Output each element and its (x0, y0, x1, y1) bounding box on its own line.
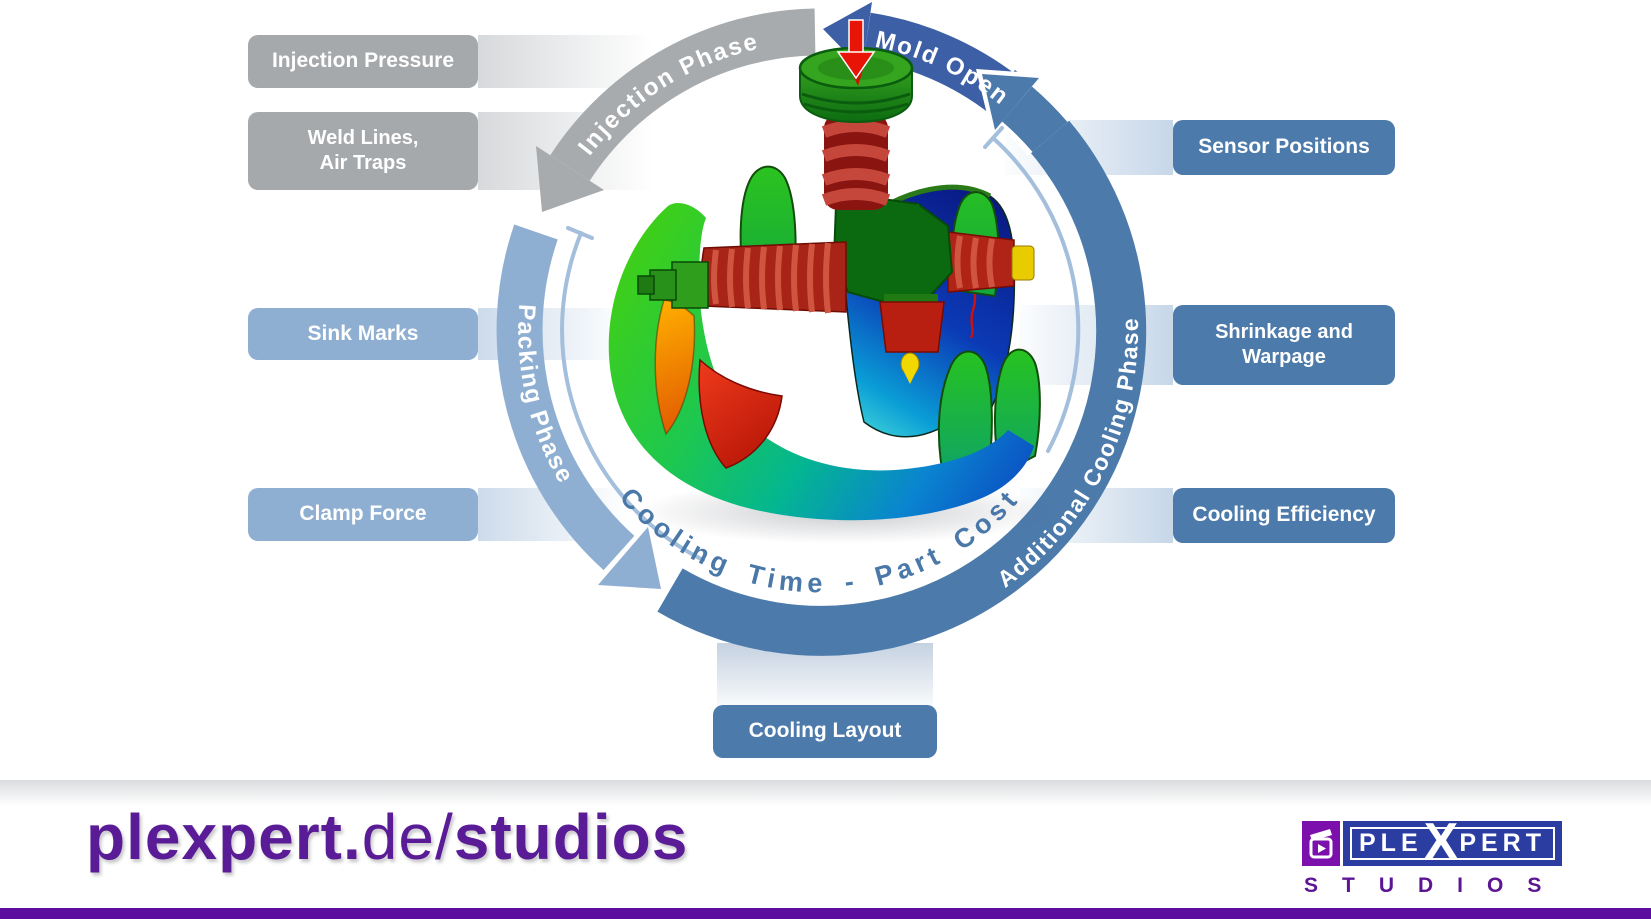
brand-url: plexpert.de/studios (86, 800, 688, 874)
hot-spot-fin-red (698, 358, 783, 469)
label-sink-marks: Sink Marks (248, 308, 478, 360)
brand-url-bold1: plexpert. (86, 801, 362, 873)
hot-runner-system (637, 46, 1035, 384)
timeline-bracket-right (983, 126, 1081, 453)
cooling-ring-arc (657, 69, 1147, 656)
logo-text-ple: PLE (1359, 829, 1423, 857)
injection-phase-arc (536, 8, 816, 212)
packing-phase-arc (496, 224, 661, 589)
logo-text-pert: PERT (1459, 829, 1546, 857)
label-weld-lines-air-traps: Weld Lines, Air Traps (248, 112, 478, 190)
label-injection-pressure: Injection Pressure (248, 35, 478, 88)
label-sensor-positions: Sensor Positions (1173, 120, 1395, 175)
cycle-diagram: Injection Phase Mold Open Packing Phase … (496, 2, 1147, 656)
footer-shadow (0, 780, 1651, 806)
label-shrinkage-warpage: Shrinkage and Warpage (1173, 305, 1395, 385)
timeline-bracket-left (560, 226, 705, 562)
clapperboard-icon (1309, 828, 1333, 858)
injection-arrow-icon (836, 19, 876, 80)
label-clamp-force: Clamp Force (248, 488, 478, 541)
brand-url-light: de/ (361, 801, 454, 873)
purple-bar (0, 908, 1651, 919)
molding-simulation-graphic (608, 19, 1055, 544)
label-cooling-efficiency: Cooling Efficiency (1173, 488, 1395, 543)
logo-inner-frame (1350, 827, 1555, 860)
label-cooling-layout: Cooling Layout (713, 705, 937, 758)
brand-url-bold2: studios (453, 801, 689, 873)
ring-end-arrow (976, 69, 1073, 157)
logo-studios-text: STUDIOS (1304, 874, 1566, 897)
plexpert-logo-square (1302, 821, 1340, 866)
logo-x-letter: X (1423, 813, 1459, 871)
